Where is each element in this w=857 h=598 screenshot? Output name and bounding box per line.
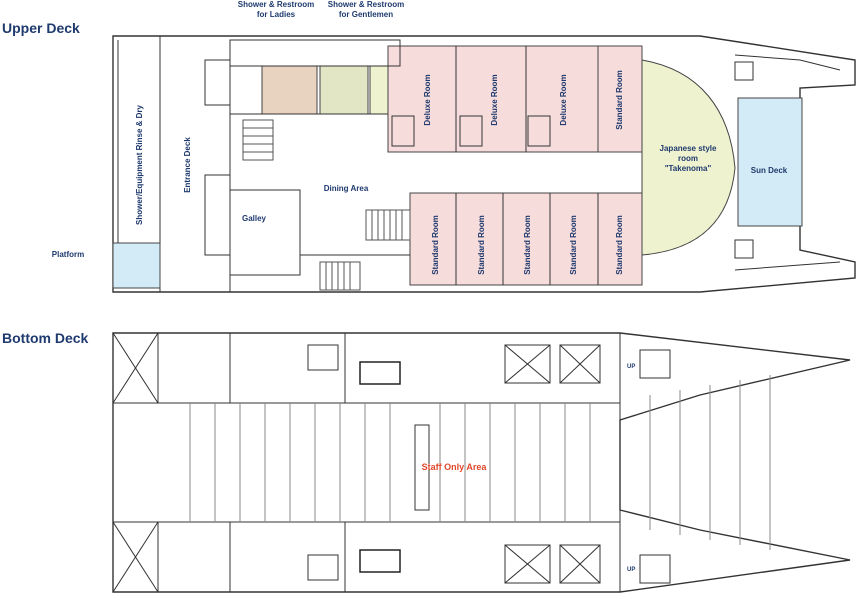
standard-room-label-4: Standard Room [569, 215, 578, 275]
platform-label: Platform [52, 250, 84, 259]
galley-label: Galley [242, 214, 267, 223]
entrance-deck-label: Entrance Deck [183, 137, 192, 193]
ladies-restroom-label-line1: Shower & Restroom [238, 0, 314, 9]
bottom-deck-plan [112, 332, 851, 593]
ladies-restroom-label-line2: for Ladies [257, 10, 296, 19]
standard-room-label-2: Standard Room [477, 215, 486, 275]
standard-room-label-3: Standard Room [523, 215, 532, 275]
japanese-room-label-line1: Japanese style [660, 144, 717, 153]
up-label-bottom: UP [627, 567, 635, 573]
deluxe-room-label-3: Deluxe Room [559, 74, 568, 125]
sun-deck-label: Sun Deck [751, 166, 788, 175]
dining-area-label: Dining Area [324, 184, 369, 193]
rinse-label: Shower/Equipment Rinse & Dry [135, 104, 144, 225]
deluxe-room-label-2: Deluxe Room [490, 74, 499, 125]
deluxe-room-label-1: Deluxe Room [423, 74, 432, 125]
japanese-room-area [641, 59, 736, 256]
upper-deck-labels: Shower & Restroom for Ladies Shower & Re… [52, 0, 788, 275]
japanese-room-label-line2: room [678, 154, 698, 163]
sun-deck-area [737, 97, 803, 227]
standard-room-block [409, 192, 643, 286]
japanese-room-label-line3: "Takenoma" [665, 164, 712, 173]
staff-only-area-label: Staff Only Area [422, 462, 488, 472]
deluxe-room-block [387, 45, 599, 153]
upper-hull-outline [112, 35, 856, 293]
standard-room-label-top: Standard Room [615, 70, 624, 130]
standard-room-top [597, 45, 643, 153]
gents-restroom-area [319, 65, 369, 115]
gents-restroom-label-line1: Shower & Restroom [328, 0, 404, 9]
upper-deck-title: Upper Deck [2, 20, 80, 36]
platform-area [112, 242, 161, 289]
up-label-top: UP [627, 364, 635, 370]
standard-room-label-1: Standard Room [431, 215, 440, 275]
ladies-restroom-area [261, 65, 318, 115]
gents-restroom-label-line2: for Gentlemen [339, 10, 393, 19]
upper-deck-plan [112, 35, 856, 293]
bottom-deck-title: Bottom Deck [2, 330, 89, 346]
standard-room-label-5: Standard Room [615, 215, 624, 275]
